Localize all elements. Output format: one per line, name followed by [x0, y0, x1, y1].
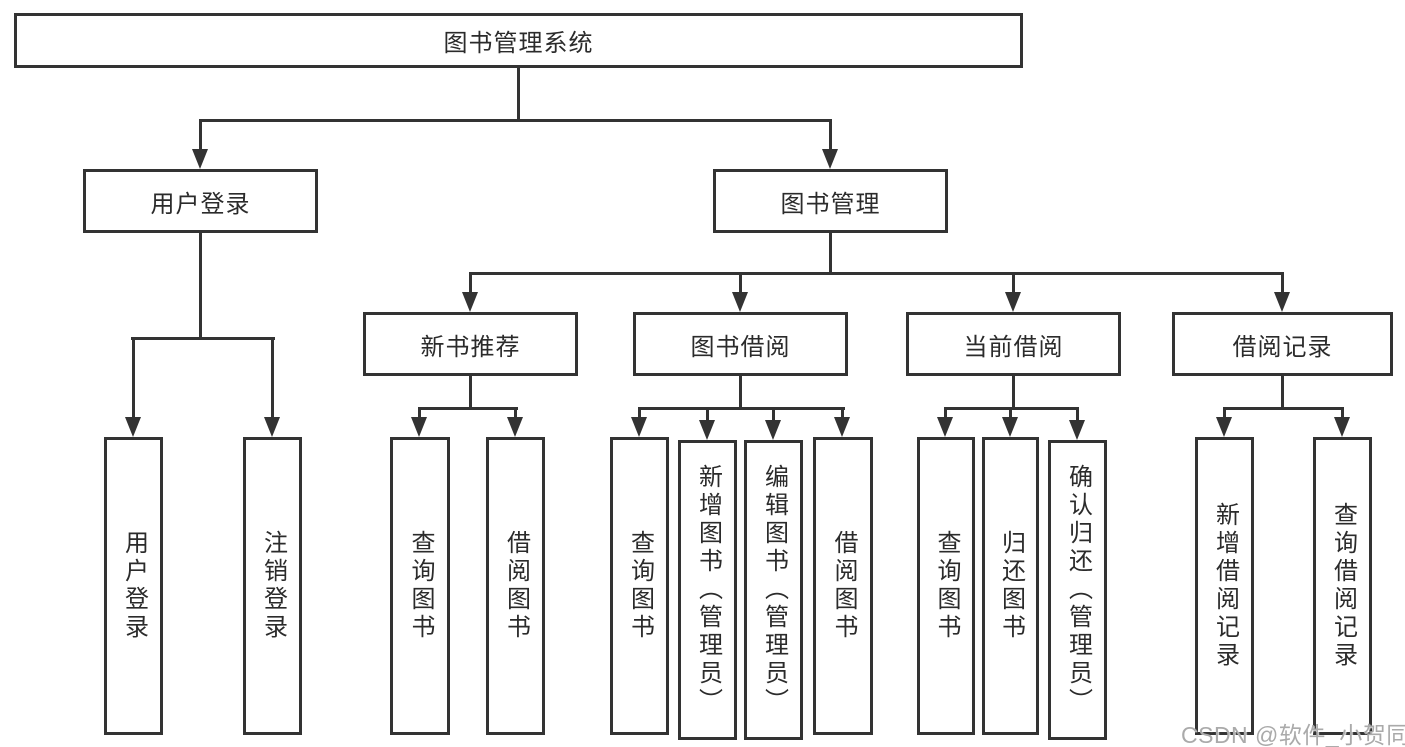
- node-label: 编辑图书（管理员）: [760, 464, 788, 716]
- arrow-down-icon: [1005, 292, 1021, 312]
- connector-line: [514, 407, 517, 421]
- leaf-query-books-current: 查询图书: [917, 437, 975, 735]
- arrow-down-icon: [462, 292, 478, 312]
- leaf-borrow-books-recommend: 借阅图书: [486, 437, 545, 735]
- connector-line: [1223, 407, 1226, 421]
- connector-line: [1009, 407, 1012, 421]
- node-new-book-recommend: 新书推荐: [363, 312, 578, 376]
- arrow-down-icon: [264, 417, 280, 437]
- connector-line: [638, 407, 641, 421]
- connector-line: [199, 119, 832, 122]
- connector-line: [638, 407, 845, 410]
- connector-line: [271, 337, 274, 421]
- leaf-edit-book-admin: 编辑图书（管理员）: [744, 440, 803, 740]
- connector-line: [1012, 376, 1015, 410]
- connector-line: [944, 407, 947, 421]
- connector-line: [1076, 407, 1079, 423]
- node-label: 用户登录: [150, 190, 251, 218]
- arrow-down-icon: [699, 420, 715, 440]
- node-label: 借阅记录: [1232, 333, 1333, 361]
- node-book-borrow: 图书借阅: [633, 312, 848, 376]
- connector-line: [199, 119, 202, 151]
- connector-line: [132, 337, 135, 421]
- connector-line: [418, 407, 421, 421]
- connector-line: [739, 272, 742, 294]
- arrow-down-icon: [765, 420, 781, 440]
- leaf-confirm-return-admin: 确认归还（管理员）: [1048, 440, 1107, 740]
- leaf-add-book-admin: 新增图书（管理员）: [678, 440, 737, 740]
- leaf-borrow-books-borrow: 借阅图书: [813, 437, 873, 735]
- connector-line: [739, 376, 742, 410]
- arrow-down-icon: [1002, 417, 1018, 437]
- node-label: 确认归还（管理员）: [1064, 464, 1092, 716]
- node-label: 新增图书（管理员）: [694, 464, 722, 716]
- node-current-borrow: 当前借阅: [906, 312, 1121, 376]
- node-label: 新书推荐: [420, 333, 521, 361]
- arrow-down-icon: [1334, 417, 1350, 437]
- connector-line: [772, 407, 775, 423]
- connector-line: [829, 119, 832, 151]
- node-label: 用户登录: [120, 530, 148, 642]
- connector-line: [469, 272, 472, 294]
- node-label: 查询图书: [626, 530, 654, 642]
- arrow-down-icon: [631, 417, 647, 437]
- leaf-add-borrow-record: 新增借阅记录: [1195, 437, 1254, 735]
- node-label: 借阅图书: [502, 530, 530, 642]
- connector-line: [841, 407, 844, 421]
- leaf-query-borrow-record: 查询借阅记录: [1313, 437, 1372, 735]
- arrow-down-icon: [1216, 417, 1232, 437]
- connector-line: [469, 272, 1284, 275]
- node-label: 图书管理: [780, 190, 881, 218]
- node-label: 图书管理系统: [443, 30, 594, 57]
- connector-line: [469, 376, 472, 410]
- connector-line: [1012, 272, 1015, 294]
- connector-line: [199, 233, 202, 340]
- node-user-login: 用户登录: [83, 169, 318, 233]
- arrow-down-icon: [192, 149, 208, 169]
- connector-line: [131, 337, 275, 340]
- node-label: 查询图书: [407, 530, 434, 642]
- leaf-return-book: 归还图书: [982, 437, 1039, 735]
- connector-line: [829, 233, 832, 275]
- leaf-query-books-borrow: 查询图书: [610, 437, 669, 735]
- node-label: 查询借阅记录: [1329, 502, 1357, 670]
- arrow-down-icon: [1069, 420, 1085, 440]
- node-label: 借阅图书: [830, 530, 857, 642]
- leaf-query-books-recommend: 查询图书: [390, 437, 450, 735]
- node-label: 查询图书: [933, 530, 960, 642]
- arrow-down-icon: [834, 417, 850, 437]
- connector-line: [1223, 407, 1344, 410]
- node-book-management: 图书管理: [713, 169, 948, 233]
- arrow-down-icon: [732, 292, 748, 312]
- leaf-user-login: 用户登录: [104, 437, 163, 735]
- arrow-down-icon: [822, 149, 838, 169]
- node-label: 当前借阅: [963, 333, 1064, 361]
- connector-line: [1281, 272, 1284, 294]
- connector-line: [1341, 407, 1344, 421]
- arrow-down-icon: [507, 417, 523, 437]
- node-label: 归还图书: [997, 530, 1025, 642]
- leaf-logout: 注销登录: [243, 437, 302, 735]
- arrow-down-icon: [411, 417, 427, 437]
- node-library-system: 图书管理系统: [14, 13, 1023, 68]
- node-label: 注销登录: [259, 530, 287, 642]
- node-label: 图书借阅: [690, 333, 791, 361]
- connector-line: [706, 407, 709, 423]
- arrow-down-icon: [937, 417, 953, 437]
- node-borrow-records: 借阅记录: [1172, 312, 1393, 376]
- arrow-down-icon: [125, 417, 141, 437]
- node-label: 新增借阅记录: [1211, 502, 1239, 670]
- connector-line: [418, 407, 518, 410]
- watermark: CSDN @软件_小贺同学: [1181, 722, 1405, 747]
- connector-line: [517, 68, 520, 119]
- connector-line: [1281, 376, 1284, 410]
- arrow-down-icon: [1274, 292, 1290, 312]
